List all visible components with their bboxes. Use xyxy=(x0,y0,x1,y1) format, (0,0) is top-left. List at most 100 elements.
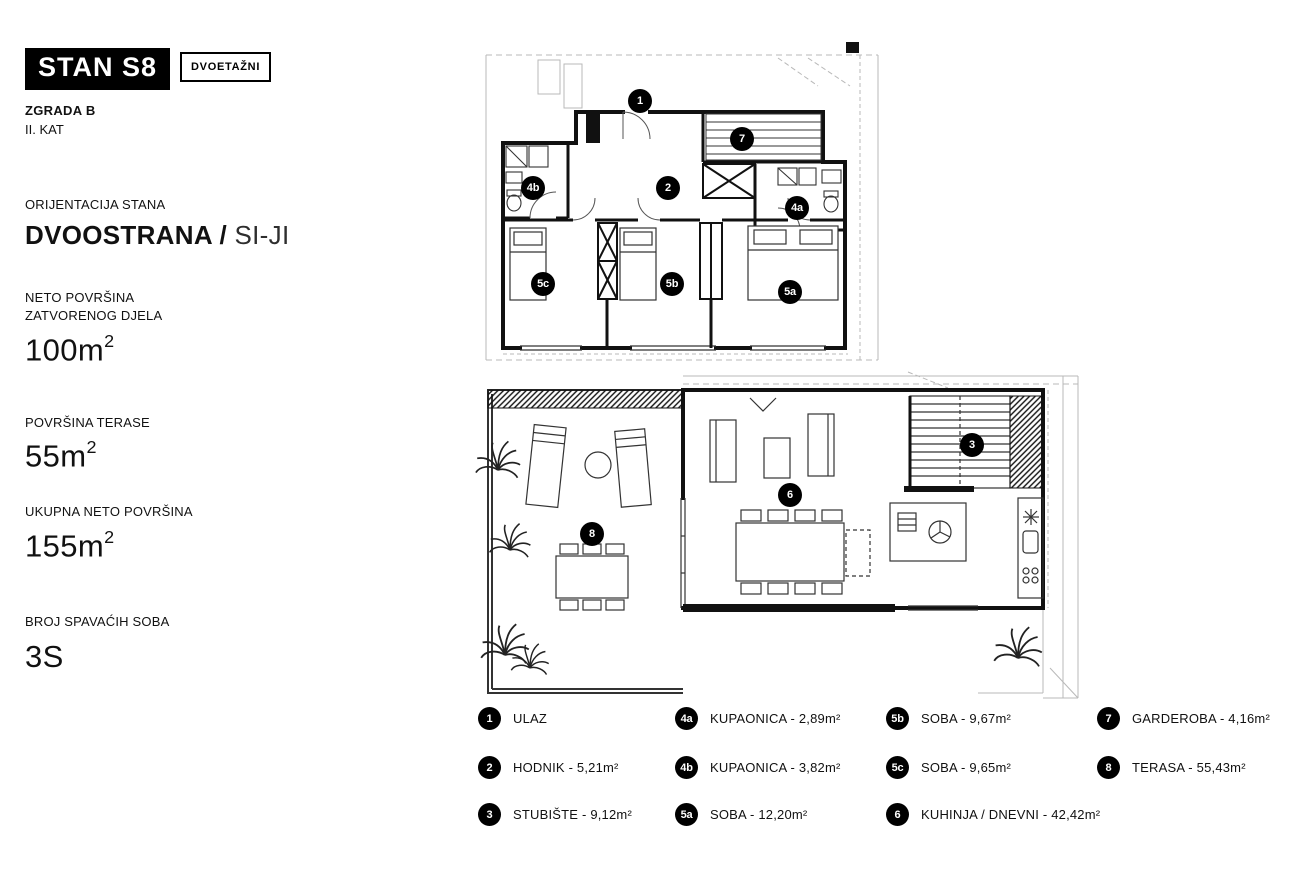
legend-item-4a: 4a KUPAONICA - 2,89m² xyxy=(675,707,841,730)
room-badge-7: 7 xyxy=(730,127,754,151)
plant-icon xyxy=(475,440,521,479)
net-area-label-line1: NETO POVRŠINA xyxy=(25,290,135,305)
legend-label-8: TERASA - 55,43m² xyxy=(1132,760,1246,775)
legend-item-3: 3 STUBIŠTE - 9,12m² xyxy=(478,803,632,826)
legend-item-6: 6 KUHINJA / DNEVNI - 42,42m² xyxy=(886,803,1100,826)
legend-badge-2: 2 xyxy=(478,756,501,779)
orientation-value-main: DVOOSTRANA / xyxy=(25,220,227,250)
plant-icon xyxy=(993,626,1043,668)
legend-item-7: 7 GARDEROBA - 4,16m² xyxy=(1097,707,1270,730)
net-area-value: 100m2 xyxy=(25,331,115,368)
room-badge-5b: 5b xyxy=(660,272,684,296)
glass-wall xyxy=(680,498,686,608)
legend-label-1: ULAZ xyxy=(513,711,548,726)
net-area-label: NETO POVRŠINA ZATVORENOG DJELA xyxy=(25,289,162,324)
title-row: STAN S8 DVOETAŽNI xyxy=(25,48,272,90)
apartment-title: STAN S8 xyxy=(25,48,171,90)
legend-badge-4b: 4b xyxy=(675,756,698,779)
legend-badge-5a: 5a xyxy=(675,803,698,826)
entrance-pier xyxy=(586,112,600,143)
room-badge-5c: 5c xyxy=(531,272,555,296)
bedrooms-value: 3S xyxy=(25,639,64,674)
legend-item-1: 1 ULAZ xyxy=(478,707,547,730)
terrace-hatched-wall xyxy=(487,389,684,409)
bedroom-door-icons xyxy=(572,197,811,221)
stair-void xyxy=(702,163,756,199)
legend-badge-6: 6 xyxy=(886,803,909,826)
floor-label: II. KAT xyxy=(25,122,64,137)
apartment-type-badge: DVOETAŽNI xyxy=(180,52,272,82)
bed-5c xyxy=(509,227,547,301)
sofa-group xyxy=(709,397,835,483)
legend-badge-5b: 5b xyxy=(886,707,909,730)
closet-shaft-1 xyxy=(597,222,618,300)
net-area-label-line2: ZATVORENOG DJELA xyxy=(25,307,163,323)
bathroom-4b-fixtures xyxy=(505,145,549,212)
entrance-door-icon xyxy=(622,111,651,140)
terrace-area-sup: 2 xyxy=(86,437,97,457)
legend-item-4b: 4b KUPAONICA - 3,82m² xyxy=(675,756,841,779)
plant-icon xyxy=(510,643,550,676)
building-label: ZGRADA B xyxy=(25,103,96,118)
legend-item-5a: 5a SOBA - 12,20m² xyxy=(675,803,807,826)
staircase-hatched-wall xyxy=(1009,395,1044,489)
bathroom-4b-door-icon xyxy=(529,191,557,219)
bed-5b xyxy=(619,227,657,301)
legend-label-5b: SOBA - 9,67m² xyxy=(921,711,1012,726)
legend-item-5b: 5b SOBA - 9,67m² xyxy=(886,707,1011,730)
lower-outer-walls xyxy=(681,388,1045,610)
lounger-2 xyxy=(614,428,652,508)
legend-badge-4a: 4a xyxy=(675,707,698,730)
wardrobe-walls xyxy=(701,112,823,164)
lounger-1 xyxy=(525,423,567,509)
total-area-label: UKUPNA NETO POVRŠINA xyxy=(25,504,193,519)
dining-table xyxy=(735,509,871,595)
legend-badge-7: 7 xyxy=(1097,707,1120,730)
bedrooms-label: BROJ SPAVAĆIH SOBA xyxy=(25,614,170,629)
lower-floor-plan xyxy=(475,371,1079,699)
kitchen-island xyxy=(889,502,967,562)
bedroom-windows xyxy=(520,345,826,351)
orientation-value: DVOOSTRANA / SI-JI xyxy=(25,220,289,251)
room-badge-8: 8 xyxy=(580,522,604,546)
lower-roof-outline xyxy=(683,371,1079,699)
net-area-sup: 2 xyxy=(104,331,115,351)
south-window xyxy=(908,605,978,611)
room-badge-6: 6 xyxy=(778,483,802,507)
wardrobe-shelves xyxy=(705,113,822,161)
legend-label-6: KUHINJA / DNEVNI - 42,42m² xyxy=(921,807,1101,822)
legend-item-2: 2 HODNIK - 5,21m² xyxy=(478,756,619,779)
room-badge-4a: 4a xyxy=(785,196,809,220)
closet-shaft-2 xyxy=(699,222,723,300)
terrace-area-label: POVRŠINA TERASE xyxy=(25,415,150,430)
legend-badge-8: 8 xyxy=(1097,756,1120,779)
terrace-dining-table xyxy=(555,543,629,611)
south-wall-band xyxy=(683,604,895,612)
legend-label-4b: KUPAONICA - 3,82m² xyxy=(710,760,841,775)
legend-item-8: 8 TERASA - 55,43m² xyxy=(1097,756,1246,779)
tv-icon xyxy=(749,397,777,412)
legend-label-5c: SOBA - 9,65m² xyxy=(921,760,1012,775)
room-badge-4b: 4b xyxy=(521,176,545,200)
bathroom-4a-fixtures xyxy=(777,167,842,213)
legend-item-5c: 5c SOBA - 9,65m² xyxy=(886,756,1011,779)
legend-label-2: HODNIK - 5,21m² xyxy=(513,760,619,775)
legend-badge-3: 3 xyxy=(478,803,501,826)
orientation-value-secondary: SI-JI xyxy=(234,220,290,250)
chimney xyxy=(846,42,859,53)
plant-icon xyxy=(488,522,532,558)
legend-badge-1: 1 xyxy=(478,707,501,730)
legend-label-4a: KUPAONICA - 2,89m² xyxy=(710,711,841,726)
legend-badge-5c: 5c xyxy=(886,756,909,779)
orientation-label: ORIJENTACIJA STANA xyxy=(25,197,166,212)
room-badge-1: 1 xyxy=(628,89,652,113)
room-badge-2: 2 xyxy=(656,176,680,200)
legend-label-7: GARDEROBA - 4,16m² xyxy=(1132,711,1270,726)
total-area-value: 155m2 xyxy=(25,527,115,564)
staircase-base-wall xyxy=(904,486,974,492)
bathroom-4b-walls xyxy=(503,143,570,220)
kitchen-counter xyxy=(1017,497,1044,599)
upper-roof-outline xyxy=(485,54,879,361)
upper-floor-plan xyxy=(485,42,879,361)
